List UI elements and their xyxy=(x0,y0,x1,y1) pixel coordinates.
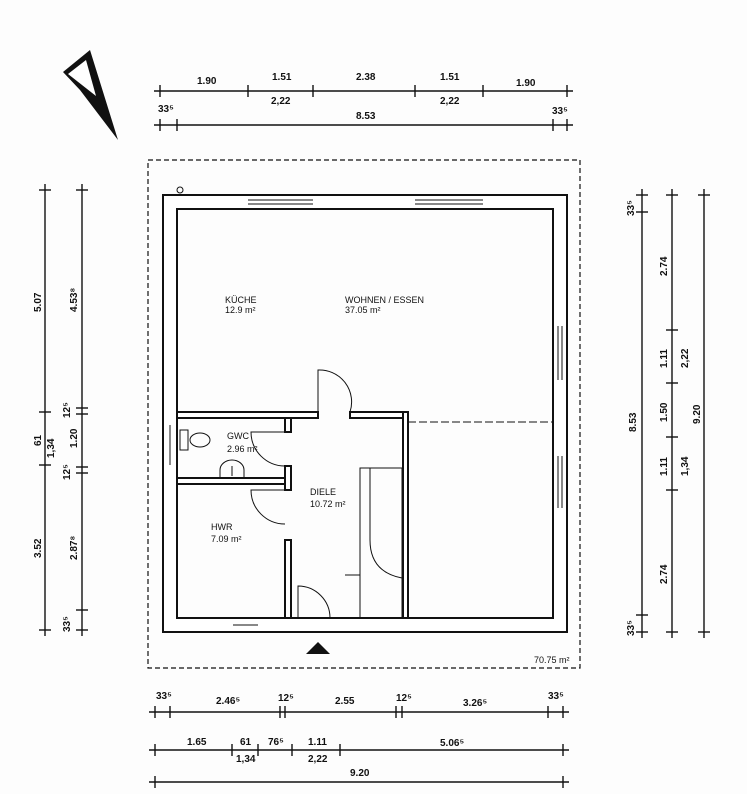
dimension-label: 2,22 xyxy=(308,754,328,765)
dimension-label: 1,34 xyxy=(680,456,691,476)
dimension-label: 1.90 xyxy=(516,78,536,89)
dimension-label: 8.53 xyxy=(628,412,639,432)
dimension-right-mid: 2.74 1.11 2,22 1.50 1.11 1,34 2.74 xyxy=(659,189,691,638)
dimension-label: 8.53 xyxy=(356,111,376,122)
north-arrow-icon xyxy=(63,50,118,140)
dimension-bottom-row1: 33⁵ 2.46⁵ 12⁵ 2.55 12⁵ 3.26⁵ 33⁵ xyxy=(149,691,569,718)
plot-boundary xyxy=(147,159,581,669)
dimension-bottom-row2: 1.65 61 1,34 76⁵ 1.11 2,22 5.06⁵ xyxy=(149,737,569,765)
dimension-label: 33⁵ xyxy=(548,691,564,702)
entrance-marker-icon xyxy=(306,642,330,654)
room-name: KÜCHE xyxy=(225,295,257,305)
dimension-label: 1.51 xyxy=(272,72,292,83)
total-area-label: 70.75 m² xyxy=(534,655,570,665)
dimension-label: 2.87⁸ xyxy=(69,536,80,560)
staircase xyxy=(345,467,403,619)
dimension-label: 9.20 xyxy=(350,768,370,779)
doors xyxy=(250,369,353,654)
room-wohnen-essen: WOHNEN / ESSEN 37.05 m² xyxy=(345,295,424,315)
room-name: GWC xyxy=(227,431,249,441)
dimension-label: 1.11 xyxy=(659,349,670,368)
dimension-label: 1,34 xyxy=(46,438,57,458)
interior-walls xyxy=(176,411,553,619)
dimension-label: 2.74 xyxy=(659,564,670,584)
dimension-label: 2,22 xyxy=(440,96,460,107)
exterior-walls xyxy=(162,186,568,633)
dimension-right-total: 9.20 xyxy=(692,189,710,638)
dimension-label: 1.90 xyxy=(197,76,217,87)
dimension-label: 2.38 xyxy=(356,72,376,83)
room-area: 37.05 m² xyxy=(345,305,381,315)
dimension-label: 3.52 xyxy=(33,538,44,558)
dimension-label: 2,22 xyxy=(271,96,291,107)
dimension-label: 2.46⁵ xyxy=(216,696,240,707)
dimension-label: 5.06⁵ xyxy=(440,738,464,749)
dimension-label: 61 xyxy=(240,737,252,748)
dimension-label: 12⁵ xyxy=(62,402,73,418)
room-area: 12.9 m² xyxy=(225,305,256,315)
dimension-label: 33⁵ xyxy=(626,200,637,216)
dimension-label: 2.74 xyxy=(659,256,670,276)
dimension-label: 9.20 xyxy=(692,404,703,424)
dimension-label: 1.11 xyxy=(308,737,327,748)
dimension-label: 33⁵ xyxy=(158,104,174,115)
dimension-label: 1.11 xyxy=(659,457,670,476)
dimension-label: 1.50 xyxy=(659,402,670,422)
dimension-label: 33⁵ xyxy=(62,616,73,632)
dimension-label: 1.51 xyxy=(440,72,460,83)
dimension-label: 2,22 xyxy=(680,348,691,368)
room-name: HWR xyxy=(211,522,233,532)
dimension-bottom-total: 9.20 xyxy=(149,768,569,788)
room-area: 10.72 m² xyxy=(310,499,346,509)
dimension-label: 1.20 xyxy=(69,428,80,448)
dimension-label: 2.55 xyxy=(335,696,355,707)
dimension-label: 12⁵ xyxy=(278,693,294,704)
dimension-label: 1.65 xyxy=(187,737,207,748)
dimension-left-outer: 5.07 61 3.52 xyxy=(33,184,51,636)
dimension-label: 76⁵ xyxy=(268,737,284,748)
dimension-right-outer: 33⁵ 8.53 33⁵ xyxy=(626,189,648,638)
room-hwr: HWR 7.09 m² xyxy=(211,522,242,544)
wc-fixture-icon xyxy=(179,429,211,451)
dimension-left-inner: 4.53⁸ 12⁵ 1,34 1.20 12⁵ 2.87⁸ 33⁵ xyxy=(46,184,88,636)
dimension-label: 5.07 xyxy=(33,292,44,312)
dimension-top-row2: 33⁵ 8.53 33⁵ xyxy=(154,104,573,131)
dimension-label: 61 xyxy=(33,434,44,446)
dimension-label: 33⁵ xyxy=(552,106,568,117)
room-name: WOHNEN / ESSEN xyxy=(345,295,424,305)
dimension-label: 4.53⁸ xyxy=(69,288,80,312)
room-area: 7.09 m² xyxy=(211,534,242,544)
room-name: DIELE xyxy=(310,487,336,497)
room-diele: DIELE 10.72 m² xyxy=(310,487,346,509)
dimension-label: 3.26⁵ xyxy=(463,698,487,709)
room-gwc: GWC 2.96 m² xyxy=(227,431,258,454)
room-kueche: KÜCHE 12.9 m² xyxy=(225,295,257,315)
room-area: 2.96 m² xyxy=(227,444,258,454)
washbasin-fixture-icon xyxy=(219,459,245,478)
dimension-label: 33⁵ xyxy=(626,620,637,636)
dimension-label: 1,34 xyxy=(236,754,256,765)
dimension-label: 12⁵ xyxy=(62,464,73,480)
dimension-label: 12⁵ xyxy=(396,693,412,704)
dimension-top-row1: 1.90 1.51 2.38 1.51 1.90 2,22 2,22 xyxy=(154,72,573,107)
dimension-label: 33⁵ xyxy=(156,691,172,702)
